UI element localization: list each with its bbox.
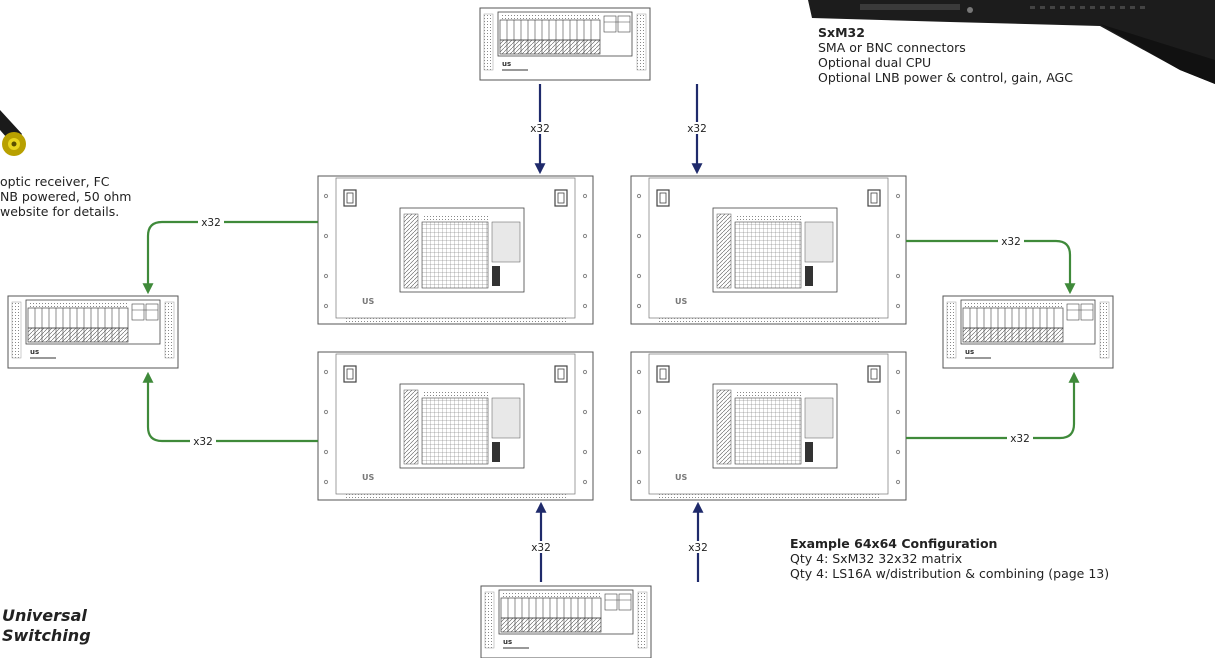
link-right-lower bbox=[906, 374, 1074, 438]
label-x32-bottom-right: x32 bbox=[688, 542, 708, 554]
label-x32-top-right: x32 bbox=[687, 123, 707, 135]
link-left-lower bbox=[148, 374, 318, 441]
sxm32-top-left bbox=[318, 176, 593, 324]
sxm32-bottom-left bbox=[318, 352, 593, 500]
label-x32-bottom-left: x32 bbox=[531, 542, 551, 554]
ls16a-right bbox=[943, 296, 1113, 368]
sxm32-bottom-right bbox=[631, 352, 906, 500]
label-x32-top-left: x32 bbox=[530, 123, 550, 135]
ls16a-left bbox=[8, 296, 178, 368]
sxm32-top-right bbox=[631, 176, 906, 324]
link-right-upper bbox=[906, 241, 1070, 292]
label-x32-left-lower: x32 bbox=[193, 436, 213, 448]
label-x32-right-lower: x32 bbox=[1010, 433, 1030, 445]
ls16a-top bbox=[480, 8, 650, 80]
label-x32-right-upper: x32 bbox=[1001, 236, 1021, 248]
label-x32-left-upper: x32 bbox=[201, 217, 221, 229]
link-left-upper bbox=[148, 222, 318, 292]
ls16a-bottom bbox=[481, 586, 651, 658]
